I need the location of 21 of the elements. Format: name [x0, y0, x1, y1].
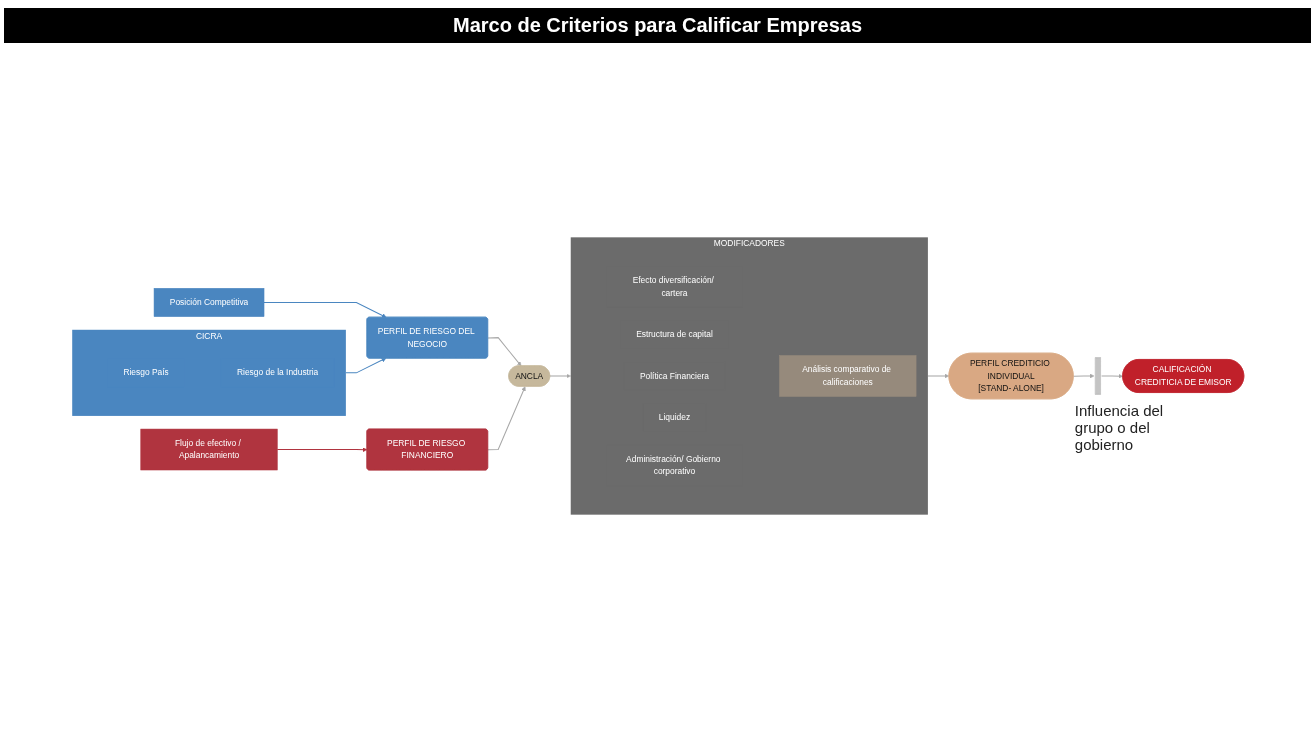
arrow [486, 337, 521, 367]
node-caption: Influencia del grupo o del gobierno [1074, 402, 1165, 454]
node-text: Liquidez [658, 412, 690, 422]
arrow [276, 447, 367, 452]
arrow [263, 301, 386, 318]
diagram-title: Marco de Criterios para Calificar Empresas [4, 8, 1311, 43]
arrow [548, 373, 571, 379]
arrow [1100, 373, 1123, 379]
node-box: Análisis comparativo de calificaciones [778, 355, 916, 397]
node-text: Administración/ Gobierno corporativo [625, 454, 720, 476]
node-box: Posición Competitiva [153, 288, 264, 317]
arrow [486, 386, 526, 451]
node-text: Efecto diversificación/ cartera [632, 275, 714, 298]
node-text: Estructura de capital [635, 329, 713, 339]
node-text: Política Financiera [639, 371, 709, 381]
arrow [926, 373, 949, 379]
node-text: Riesgo País [122, 368, 169, 378]
arrow [1072, 373, 1094, 379]
node-box: Flujo de efectivo / Apalancamiento [140, 428, 278, 471]
arrow [344, 357, 386, 374]
node-text: Riesgo de la Industria [236, 368, 318, 378]
